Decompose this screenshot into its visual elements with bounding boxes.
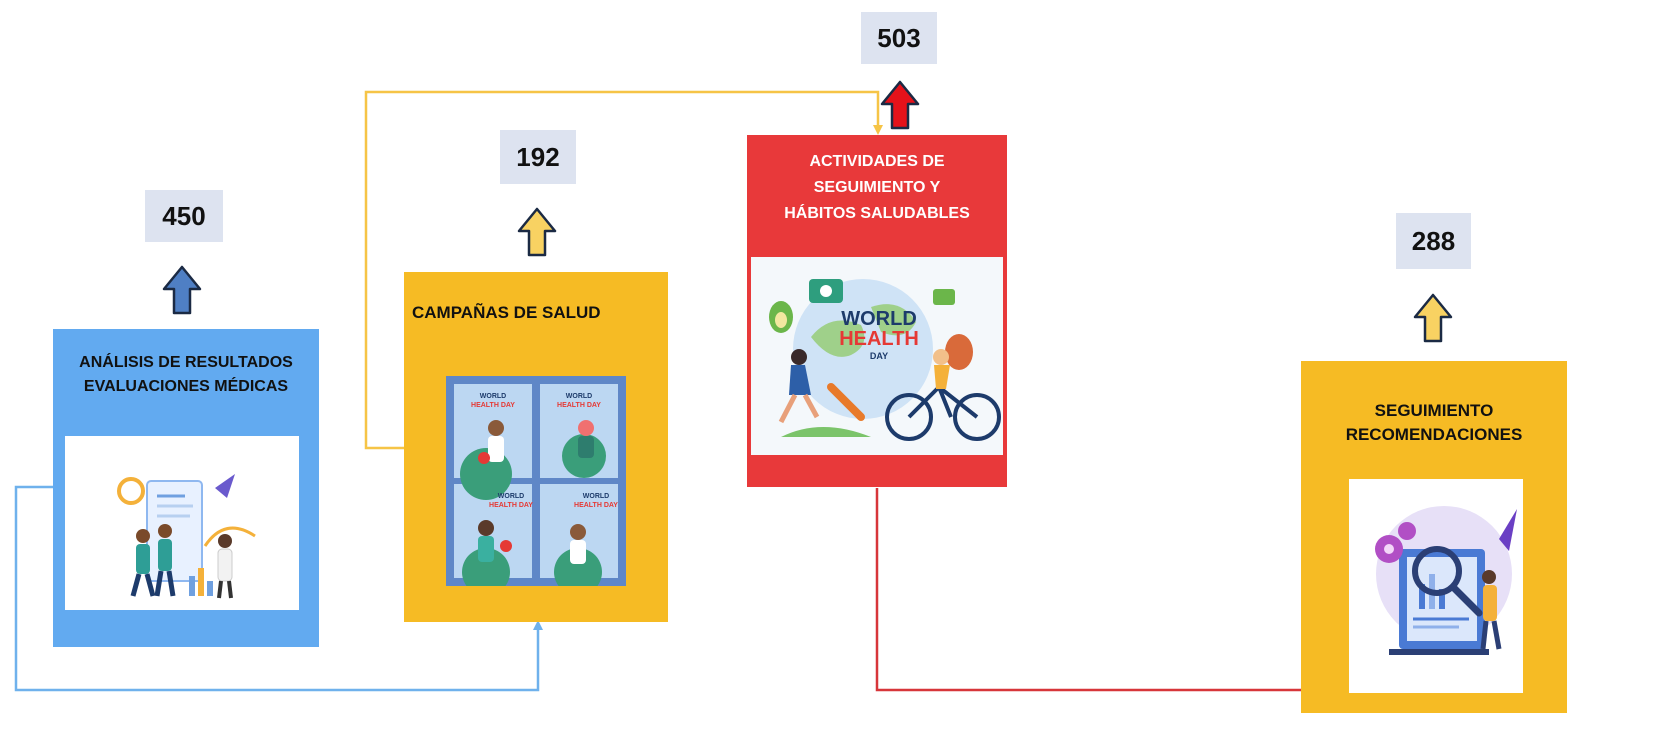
- connector-actividades-to-seguimiento: [875, 488, 1301, 692]
- node-seguimiento-title: SEGUIMIENTO RECOMENDACIONES: [1345, 401, 1523, 444]
- poster-text: HEALTH DAY: [574, 502, 618, 509]
- report-analysis-illustration: [1349, 479, 1523, 693]
- poster-text: WORLD: [583, 493, 609, 500]
- up-arrow-icon: [162, 265, 202, 315]
- up-arrow-icon: [880, 80, 920, 130]
- poster-text: WORLD: [566, 393, 592, 400]
- poster-text: HEALTH DAY: [489, 502, 533, 509]
- node-analisis-title: ANÁLISIS DE RESULTADOS EVALUACIONES MÉDI…: [79, 354, 293, 395]
- node-analisis: ANÁLISIS DE RESULTADOS EVALUACIONES MÉDI…: [53, 329, 319, 647]
- node-seguimiento: SEGUIMIENTO RECOMENDACIONES: [1301, 361, 1567, 713]
- up-arrow-icon: [1413, 293, 1453, 343]
- poster-text: HEALTH DAY: [471, 402, 515, 409]
- poster-text: WORLD: [498, 493, 524, 500]
- poster-text: WORLD: [480, 393, 506, 400]
- up-arrow-icon: [517, 207, 557, 257]
- illustration-world: WORLD: [841, 308, 917, 330]
- connector-arrowhead-actividades: [873, 125, 883, 135]
- count-actividades: 503: [861, 12, 937, 64]
- poster-text: HEALTH DAY: [557, 402, 601, 409]
- node-actividades-title: ACTIVIDADES DE SEGUIMIENTO Y HÁBITOS SAL…: [784, 153, 970, 222]
- illustration-day: DAY: [870, 351, 888, 361]
- medical-analysis-illustration: [65, 436, 299, 610]
- illustration-health: HEALTH: [839, 328, 919, 350]
- node-campanas: CAMPAÑAS DE SALUD WORLD HEALTH DAY WORLD…: [404, 272, 668, 622]
- world-health-day-illustration: WORLD HEALTH DAY: [751, 257, 1003, 455]
- connector-campanas-to-actividades: [364, 90, 880, 450]
- count-analisis: 450: [145, 190, 223, 242]
- connector-arrowhead-campanas: [533, 620, 543, 630]
- connector-analisis-to-campanas: [14, 485, 540, 692]
- world-health-day-posters-illustration: WORLD HEALTH DAY WORLD HEALTH DAY WORLD …: [446, 376, 626, 586]
- node-actividades: ACTIVIDADES DE SEGUIMIENTO Y HÁBITOS SAL…: [747, 135, 1007, 487]
- node-campanas-title: CAMPAÑAS DE SALUD: [412, 303, 601, 322]
- count-campanas: 192: [500, 130, 576, 184]
- count-seguimiento: 288: [1396, 213, 1471, 269]
